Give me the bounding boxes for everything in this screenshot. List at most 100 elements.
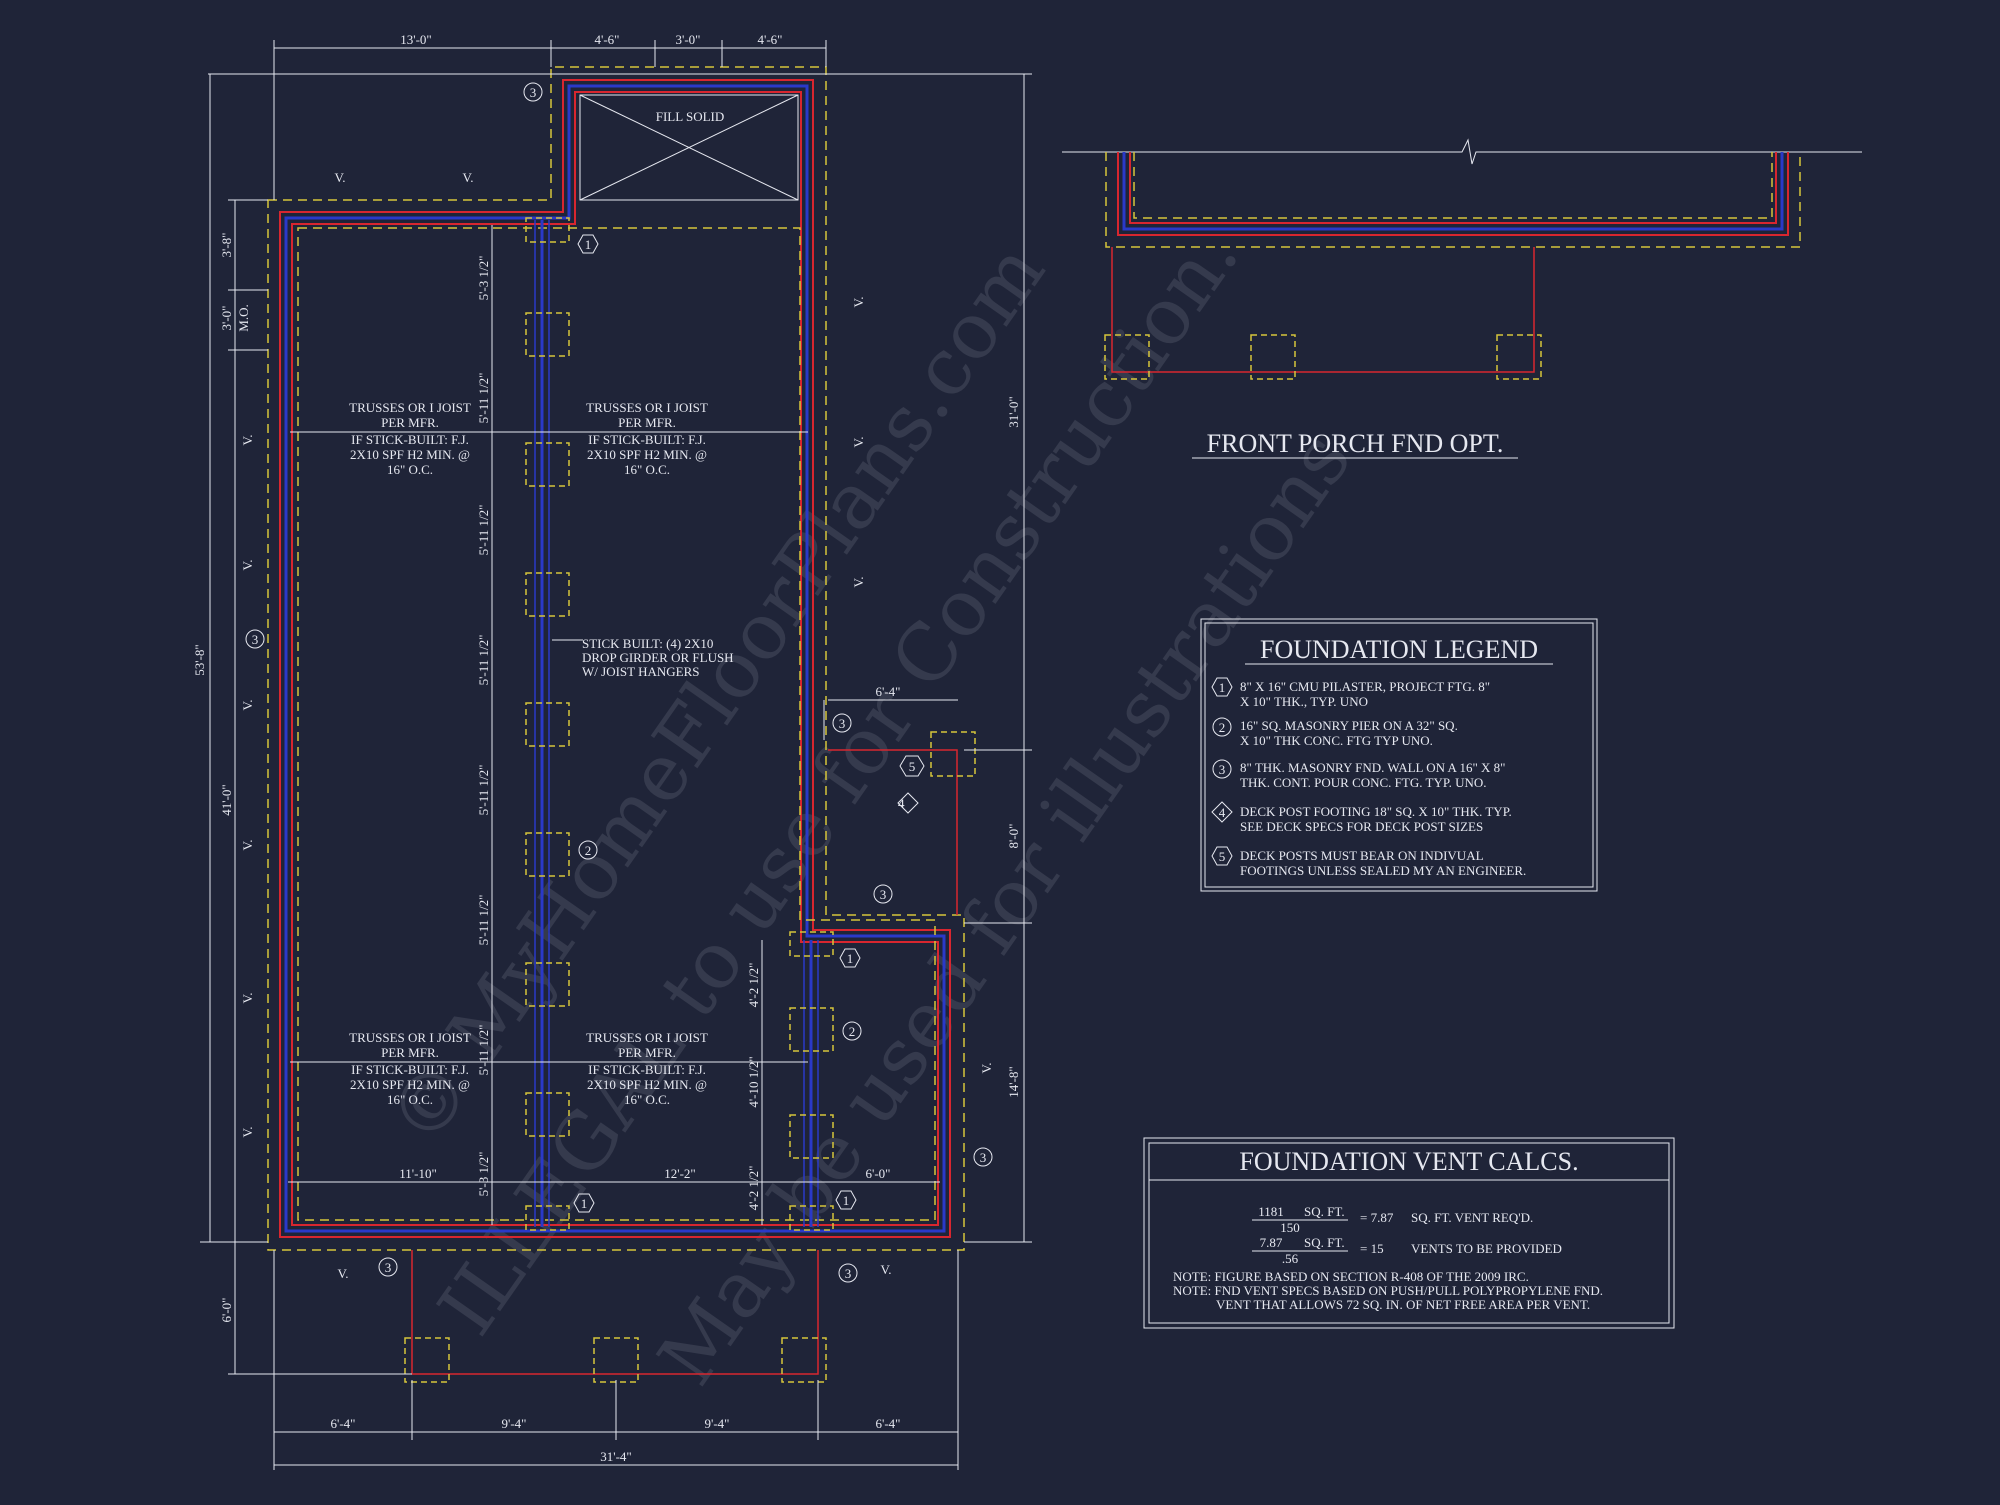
dim-right-1: 31'-0": [1006, 396, 1021, 427]
wall-blue-line: [284, 84, 946, 1233]
porch-posts-line: [1111, 247, 1535, 373]
tag-1: 1: [835, 1190, 857, 1210]
dim-top-1: 13'-0": [400, 32, 431, 47]
svg-text:PER MFR.: PER MFR.: [618, 415, 676, 430]
svg-text:TRUSSES OR I JOIST: TRUSSES OR I JOIST: [586, 1030, 708, 1045]
dim-left-2: 3'-0": [219, 306, 234, 331]
svg-text:16" O.C.: 16" O.C.: [624, 1092, 670, 1107]
svg-text:= 7.87: = 7.87: [1360, 1210, 1394, 1225]
dim-girder-2: 5'-11 1/2": [476, 373, 491, 424]
dim-small-girder-3: 4'-2 1/2": [746, 1166, 761, 1211]
tag-3: 3: [973, 1147, 993, 1167]
vent-note-2: NOTE: FND VENT SPECS BASED ON PUSH/PULL …: [1173, 1283, 1603, 1298]
pilaster: [789, 931, 834, 957]
inner-footing-line: [297, 227, 936, 1221]
vent-label: V.: [881, 1262, 892, 1277]
dim-bottom-4: 6'-4": [876, 1416, 901, 1431]
svg-text:3: 3: [530, 85, 537, 100]
dim-inner-1: 11'-10": [399, 1166, 437, 1181]
svg-text:1181: 1181: [1258, 1204, 1284, 1219]
girder-note: STICK BUILT: (4) 2X10 DROP GIRDER OR FLU…: [582, 636, 734, 679]
girders: [534, 220, 819, 1227]
legend-title: FOUNDATION LEGEND: [1260, 635, 1538, 664]
front-porch-option: FRONT PORCH FND OPT.: [1062, 138, 1862, 459]
svg-text:2: 2: [849, 1024, 856, 1039]
legend-item: 2 16" SQ. MASONRY PIER ON A 32" SQ. X 10…: [1212, 717, 1458, 748]
pier: [525, 962, 570, 1007]
legend-circle-2: [1212, 717, 1232, 737]
svg-text:SQ. FT.: SQ. FT.: [1304, 1235, 1345, 1250]
joist-note: TRUSSES OR I JOIST PER MFR. IF STICK-BUI…: [349, 1030, 471, 1107]
svg-text:SQ. FT.: SQ. FT.: [1304, 1204, 1345, 1219]
vent-calc-row-1: 1181 SQ. FT. 150 = 7.87 SQ. FT. VENT REQ…: [1252, 1204, 1533, 1235]
svg-text:SQ. FT. VENT REQ'D.: SQ. FT. VENT REQ'D.: [1411, 1210, 1533, 1225]
svg-text:16" O.C.: 16" O.C.: [387, 462, 433, 477]
dim-top-4: 4'-6": [758, 32, 783, 47]
legend-hex-1: [1211, 677, 1233, 697]
svg-text:4: 4: [1219, 805, 1226, 820]
vent-note-3: VENT THAT ALLOWS 72 SQ. IN. OF NET FREE …: [1216, 1297, 1590, 1312]
svg-text:DECK POST FOOTING 18" SQ. X 10: DECK POST FOOTING 18" SQ. X 10" THK. TYP…: [1240, 804, 1512, 819]
vent-label: V.: [338, 1266, 349, 1281]
porch-footing: [404, 1337, 450, 1383]
dimension-lines: [200, 40, 1032, 1470]
pier: [525, 1092, 570, 1137]
dim-right-2: 8'-0": [1006, 824, 1021, 849]
tag-3: 3: [873, 884, 893, 904]
svg-text:2: 2: [585, 843, 592, 858]
plan-tags: 3 1 3 2 3 5 4 3 1 2 3 1 1 3 3: [245, 82, 993, 1283]
porch-wall-red: [1117, 152, 1789, 236]
svg-text:7.87: 7.87: [1260, 1235, 1283, 1250]
svg-text:VENTS TO BE PROVIDED: VENTS TO BE PROVIDED: [1411, 1241, 1562, 1256]
pier: [525, 702, 570, 747]
svg-text:2: 2: [1219, 720, 1226, 735]
svg-text:2X10 SPF H2 MIN. @: 2X10 SPF H2 MIN. @: [350, 447, 470, 462]
svg-text:PER MFR.: PER MFR.: [381, 1045, 439, 1060]
vent-label: V.: [240, 560, 255, 571]
legend-item: 1 8" X 16" CMU PILASTER, PROJECT FTG. 8"…: [1211, 677, 1490, 709]
outer-wall-line: [279, 79, 951, 1238]
dim-girder-6: 5'-11 1/2": [476, 895, 491, 946]
svg-text:TRUSSES OR I JOIST: TRUSSES OR I JOIST: [586, 400, 708, 415]
porch-ground-line: [1062, 138, 1862, 165]
legend-hex-5: [1211, 846, 1233, 866]
dim-top-3: 3'-0": [676, 32, 701, 47]
dim-deck: 6'-4": [876, 684, 901, 699]
vent-label: V.: [240, 435, 255, 446]
porch-footing-outer: [1105, 152, 1801, 248]
svg-text:3: 3: [880, 887, 887, 902]
vent-label: V.: [240, 840, 255, 851]
svg-text:1: 1: [581, 1196, 588, 1211]
svg-text:1: 1: [843, 1193, 850, 1208]
vent-label: V.: [851, 577, 866, 588]
vent-label: V.: [979, 1063, 994, 1074]
svg-text:16" O.C.: 16" O.C.: [387, 1092, 433, 1107]
porch-footing: [593, 1337, 639, 1383]
tag-3: 3: [832, 713, 852, 733]
vent-label: V.: [335, 170, 346, 185]
fill-solid-label: FILL SOLID: [656, 109, 725, 124]
legend-circle-3: [1212, 759, 1232, 779]
pier: [789, 1007, 834, 1052]
svg-text:X 10" THK CONC. FTG TYP UNO.: X 10" THK CONC. FTG TYP UNO.: [1240, 733, 1433, 748]
svg-text:2X10 SPF H2 MIN. @: 2X10 SPF H2 MIN. @: [587, 1077, 707, 1092]
svg-text:FOOTINGS UNLESS SEALED MY AN E: FOOTINGS UNLESS SEALED MY AN ENGINEER.: [1240, 863, 1526, 878]
tag-1: 1: [577, 234, 599, 254]
svg-text:150: 150: [1280, 1220, 1300, 1235]
dim-top-2: 4'-6": [595, 32, 620, 47]
vent-label: V.: [240, 1127, 255, 1138]
svg-text:PER MFR.: PER MFR.: [618, 1045, 676, 1060]
pier: [525, 442, 570, 487]
vent-label: V.: [240, 700, 255, 711]
dim-inner-2: 12'-2": [664, 1166, 695, 1181]
dim-left-mo: M.O.: [236, 304, 251, 331]
svg-text:1: 1: [585, 237, 592, 252]
tag-3: 3: [523, 82, 543, 102]
dim-small-girder-2: 4'-10 1/2": [746, 1056, 761, 1107]
pier: [789, 1114, 834, 1159]
svg-text:3: 3: [1219, 762, 1226, 777]
foundation-walls: [267, 66, 965, 1375]
legend-item: 3 8" THK. MASONRY FND. WALL ON A 16" X 8…: [1212, 759, 1505, 790]
svg-text:IF STICK-BUILT: F.J.: IF STICK-BUILT: F.J.: [588, 432, 706, 447]
